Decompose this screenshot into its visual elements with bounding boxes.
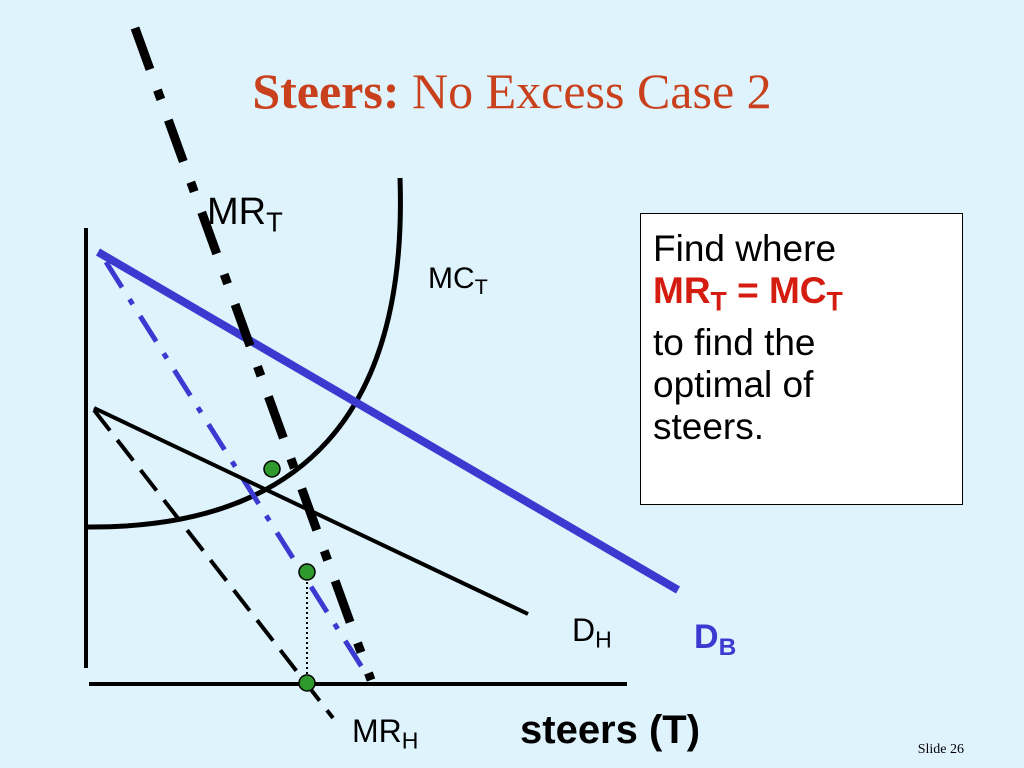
note-line-3: to find the [653, 322, 816, 364]
note-line-4: optimal of [653, 364, 814, 406]
label-mc-t: MCT [428, 262, 488, 300]
d-b-line [95, 248, 681, 594]
title-rest: No Excess Case 2 [412, 63, 772, 119]
mr-h-line [92, 408, 335, 720]
mr-t-line [130, 26, 376, 682]
label-mr-t: MRT [207, 191, 283, 238]
intersection-dot-axis [298, 674, 316, 692]
slide-title: Steers: No Excess Case 2 [0, 62, 1024, 120]
note-equation: MRT = MCT [653, 270, 843, 317]
mc-t-curve [85, 177, 403, 530]
note-line-5: steers. [653, 406, 765, 448]
label-d-h: DH [572, 612, 612, 653]
label-d-b: DB [694, 618, 737, 661]
slide-number: Slide 26 [917, 742, 964, 757]
x-axis-label: steers (T) [520, 708, 701, 752]
mr-b-line [103, 260, 373, 682]
label-mr-h: MRH [352, 713, 419, 754]
title-bold: Steers: [252, 63, 400, 119]
intersection-dot-upper [263, 460, 281, 478]
intersection-dot-middle [298, 563, 316, 581]
instruction-box: Find where MRT = MCT to find the optimal… [640, 213, 963, 505]
note-line-1: Find where [653, 228, 837, 269]
